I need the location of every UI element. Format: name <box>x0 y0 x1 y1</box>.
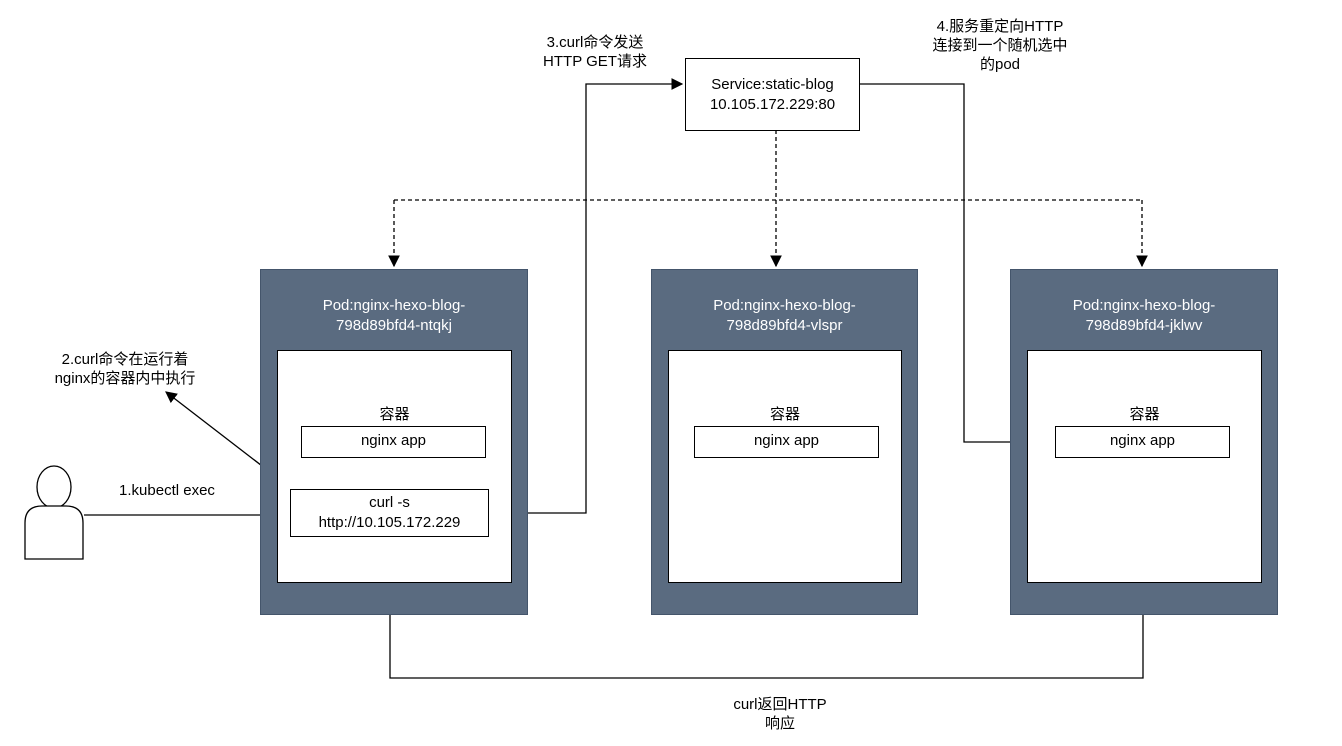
container-box: 容器 <box>1027 350 1262 583</box>
step4-label: 4.服务重定向HTTP 连接到一个随机选中 的pod <box>932 18 1068 73</box>
curl-command-box: curl -s http://10.105.172.229 <box>290 489 489 537</box>
redirect-arrow <box>858 83 1055 448</box>
service-distribution-lines <box>388 130 1148 268</box>
nginx-app-box: nginx app <box>694 426 879 458</box>
service-name: Service:static-blog 10.105.172.229:80 <box>709 75 836 113</box>
pod-title: Pod:nginx-hexo-blog- 798d89bfd4-jklwv <box>1072 297 1216 334</box>
service-box: Service:static-blog 10.105.172.229:80 <box>685 58 860 131</box>
pod-title: Pod:nginx-hexo-blog- 798d89bfd4-ntqkj <box>322 297 466 334</box>
pod-title: Pod:nginx-hexo-blog- 798d89bfd4-vlspr <box>713 297 856 334</box>
container-label: 容器 <box>1129 406 1160 423</box>
nginx-app-box: nginx app <box>1055 426 1230 458</box>
http-get-arrow <box>488 78 684 514</box>
container-label: 容器 <box>769 406 800 423</box>
container-box: 容器 <box>277 350 512 583</box>
nginx-app-box: nginx app <box>301 426 486 458</box>
step2-label: 2.curl命令在运行着 nginx的容器内中执行 <box>54 351 196 387</box>
response-label: curl返回HTTP 响应 <box>733 696 827 732</box>
curl-command-text: curl -s http://10.105.172.229 <box>318 494 461 531</box>
container-label: 容器 <box>379 406 410 423</box>
pod-vlspr: Pod:nginx-hexo-blog- 798d89bfd4-vlspr 容器… <box>651 269 918 615</box>
user-icon <box>24 465 84 560</box>
step3-label: 3.curl命令发送 HTTP GET请求 <box>543 34 647 70</box>
pod-jklwv: Pod:nginx-hexo-blog- 798d89bfd4-jklwv 容器… <box>1010 269 1278 615</box>
step1-label: 1.kubectl exec <box>119 482 215 499</box>
container-box: 容器 <box>668 350 902 583</box>
pod-ntqkj: Pod:nginx-hexo-blog- 798d89bfd4-ntqkj 容器… <box>260 269 528 615</box>
